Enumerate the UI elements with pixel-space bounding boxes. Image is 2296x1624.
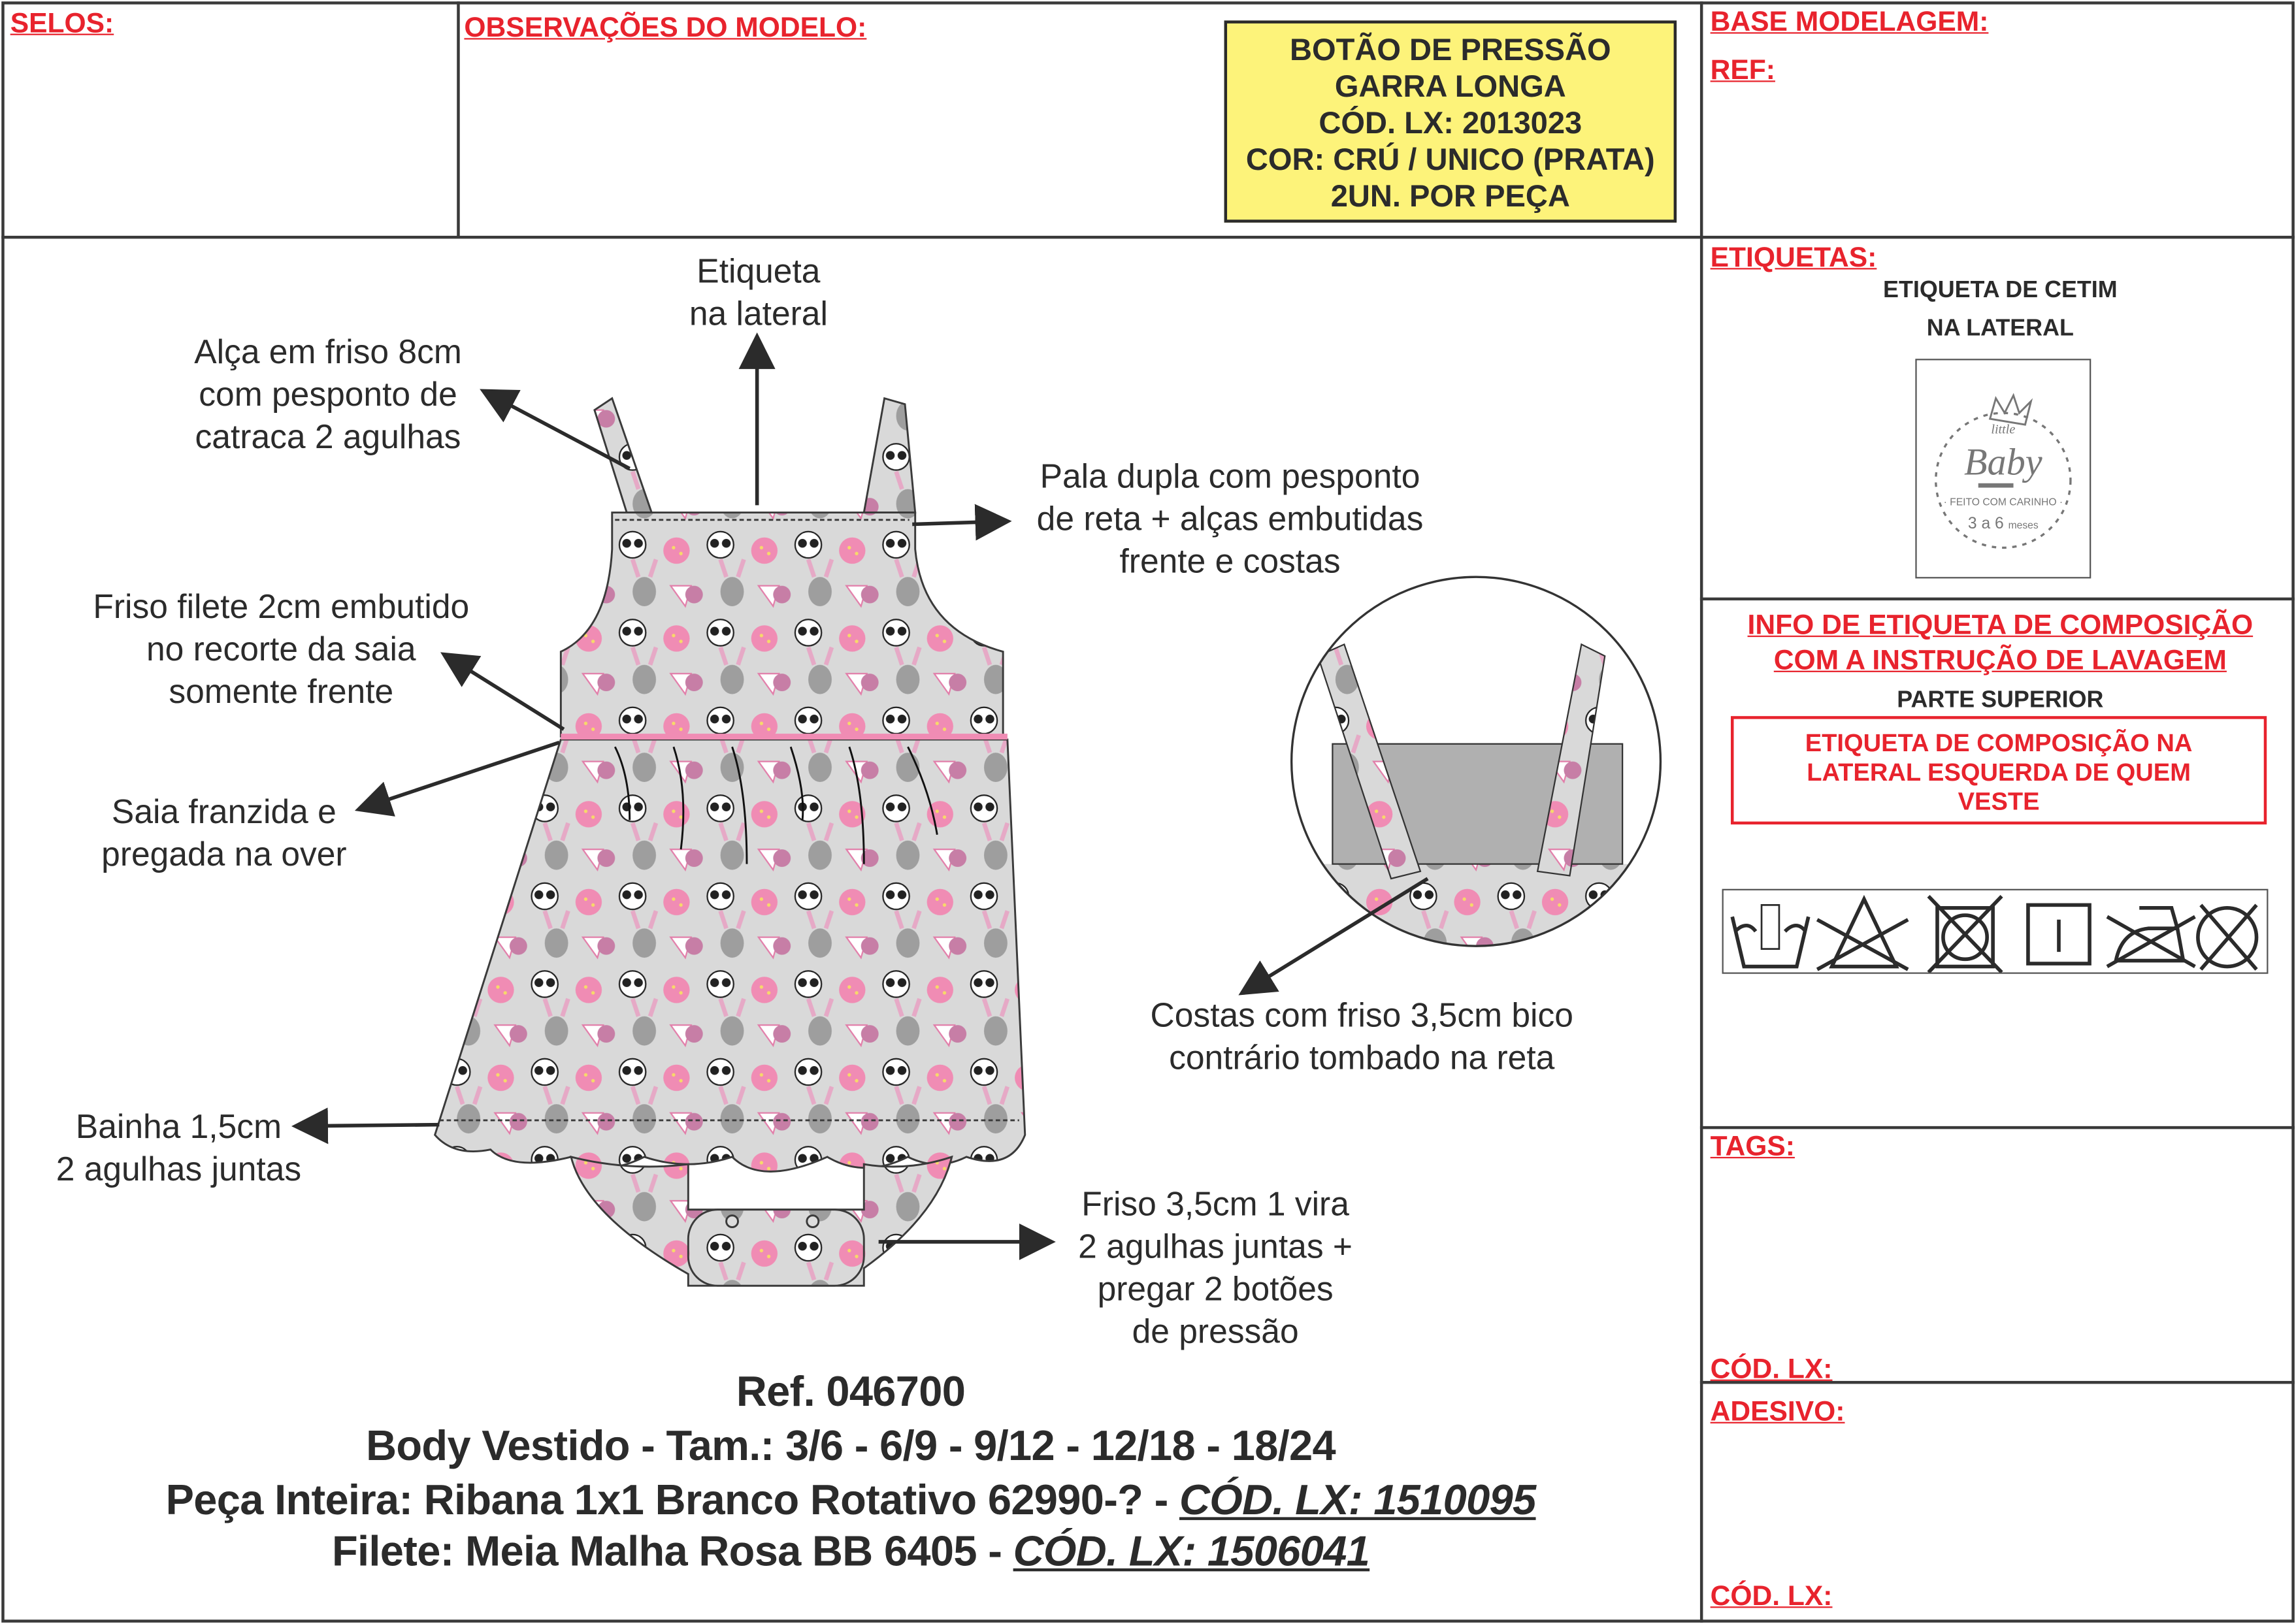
- fabric-main-code: CÓD. LX: 1510095: [1179, 1477, 1536, 1525]
- annotation-bainha: Bainha 1,5cm 2 agulhas juntas: [56, 1105, 301, 1190]
- fabric-trim: Filete: Meia Malha Rosa BB 6405 - CÓD. L…: [0, 1526, 1701, 1579]
- note-line: COR: CRÚ / UNICO (PRATA): [1245, 143, 1655, 178]
- svg-text:· FEITO COM CARINHO ·: · FEITO COM CARINHO ·: [1944, 496, 2063, 508]
- annotation-line: pregar 2 botões: [1097, 1269, 1334, 1308]
- annotation-line: Etiqueta: [697, 252, 821, 290]
- annotation-line: de pressão: [1132, 1312, 1299, 1350]
- tags-label: TAGS:: [1710, 1131, 1795, 1163]
- snap-tab: [687, 1209, 865, 1287]
- no-tumble-dry-icon: [1927, 894, 2003, 974]
- annotation-friso-filete: Friso filete 2cm embutido no recorte da …: [93, 586, 469, 713]
- no-iron-icon: [2106, 906, 2196, 968]
- composicao-title: INFO DE ETIQUETA DE COMPOSIÇÃO COM A INS…: [1705, 609, 2296, 680]
- dress-sketch: [433, 397, 1026, 1287]
- observacoes-label: OBSERVAÇÕES DO MODELO:: [464, 13, 867, 44]
- right-strap: [862, 397, 917, 514]
- etiqueta-line: NA LATERAL: [1926, 316, 2074, 342]
- product-description: Body Vestido - Tam.: 3/6 - 6/9 - 9/12 - …: [366, 1423, 1336, 1470]
- divider: [1699, 1126, 2295, 1129]
- base-modelagem-label: BASE MODELAGEM:: [1710, 7, 1989, 39]
- composicao-title-line: INFO DE ETIQUETA DE COMPOSIÇÃO: [1747, 610, 2254, 641]
- annotation-line: Friso 3,5cm 1 vira: [1081, 1184, 1349, 1223]
- tags-cod-label: CÓD. LX:: [1710, 1354, 1833, 1386]
- no-dry-clean-icon: [2196, 903, 2259, 971]
- divider: [1699, 597, 2295, 601]
- skirt: [433, 738, 1026, 1173]
- hand-wash-icon: [1730, 904, 1811, 969]
- annotation-line: de reta + alças embutidas: [1036, 499, 1424, 538]
- fabric-trim-code: CÓD. LX: 1506041: [1013, 1529, 1370, 1576]
- back-detail-zoom: [1290, 576, 1662, 947]
- annotation-line: contrário tombado na reta: [1169, 1038, 1555, 1077]
- parte-superior-label: PARTE SUPERIOR: [1897, 688, 2104, 713]
- ref-label: REF:: [1710, 56, 1775, 87]
- fabric-main: Peça Inteira: Ribana 1x1 Branco Rotativo…: [0, 1474, 1701, 1527]
- annotation-arrows: [291, 332, 1429, 1260]
- annotation-line: na lateral: [689, 294, 828, 333]
- annotation-line: Saia franzida e: [111, 792, 336, 831]
- divider: [1699, 1, 1703, 1623]
- annotation-line: Friso filete 2cm embutido: [93, 587, 470, 626]
- svg-text:Baby: Baby: [1964, 440, 2042, 483]
- button-note-box: BOTÃO DE PRESSÃO GARRA LONGA CÓD. LX: 20…: [1224, 20, 1677, 223]
- composicao-title-line: COM A INSTRUÇÃO DE LAVAGEM: [1773, 645, 2227, 677]
- annotation-line: Pala dupla com pesponto: [1040, 457, 1420, 495]
- note-line: GARRA LONGA: [1334, 70, 1566, 105]
- fabric-main-text: Peça Inteira: Ribana 1x1 Branco Rotativo…: [165, 1477, 1179, 1525]
- composicao-line: LATERAL ESQUERDA DE QUEM: [1807, 758, 2191, 787]
- annotation-line: pregada na over: [101, 834, 347, 873]
- divider: [457, 1, 460, 238]
- annotation-etiqueta: Etiqueta na lateral: [689, 250, 828, 335]
- composicao-box: ETIQUETA DE COMPOSIÇÃO NA LATERAL ESQUER…: [1730, 716, 2267, 825]
- annotation-saia: Saia franzida e pregada na over: [101, 791, 346, 876]
- annotation-friso-vira: Friso 3,5cm 1 vira 2 agulhas juntas + pr…: [1078, 1183, 1353, 1353]
- annotation-line: somente frente: [169, 672, 394, 711]
- composicao-line: ETIQUETA DE COMPOSIÇÃO NA: [1805, 729, 2193, 757]
- brand-label-logo: little Baby · FEITO COM CARINHO · 3 a 6 …: [1915, 359, 2091, 579]
- note-line: 2UN. POR PEÇA: [1330, 180, 1570, 214]
- annotation-line: catraca 2 agulhas: [195, 417, 461, 456]
- fabric-trim-text: Filete: Meia Malha Rosa BB 6405 -: [331, 1529, 1013, 1576]
- product-ref: Ref. 046700: [736, 1369, 966, 1416]
- note-line: CÓD. LX: 2013023: [1319, 106, 1583, 141]
- line-dry-icon: [2026, 903, 2091, 966]
- annotation-line: frente e costas: [1119, 542, 1341, 580]
- annotation-line: com pesponto de: [199, 374, 457, 414]
- annotation-pala: Pala dupla com pesponto de reta + alças …: [1037, 455, 1424, 583]
- annotation-line: Bainha 1,5cm: [75, 1107, 282, 1146]
- garment-drawing: [291, 332, 1662, 1287]
- annotation-line: Alça em friso 8cm: [194, 332, 462, 371]
- annotation-costas: Costas com friso 3,5cm bico contrário to…: [1151, 994, 1573, 1079]
- adesivo-cod-label: CÓD. LX:: [1710, 1582, 1833, 1613]
- svg-text:3 a 6 meses: 3 a 6 meses: [1968, 515, 2039, 532]
- divider: [1699, 1380, 2295, 1384]
- annotation-line: no recorte da saia: [146, 629, 416, 668]
- svg-text:little: little: [1991, 423, 2015, 437]
- bodice: [559, 512, 1004, 738]
- selos-label: SELOS:: [10, 8, 114, 40]
- annotation-line: 2 agulhas juntas: [56, 1149, 302, 1188]
- divider: [1, 235, 2295, 239]
- etiqueta-line: ETIQUETA DE CETIM: [1883, 278, 2118, 304]
- annotation-line: 2 agulhas juntas +: [1078, 1227, 1353, 1265]
- composicao-line: VESTE: [1958, 788, 2040, 816]
- no-bleach-icon: [1816, 894, 1909, 971]
- little-baby-logo-icon: little Baby · FEITO COM CARINHO · 3 a 6 …: [1935, 393, 2072, 549]
- etiquetas-label: ETIQUETAS:: [1710, 243, 1877, 274]
- adesivo-label: ADESIVO:: [1710, 1397, 1845, 1428]
- annotation-alca: Alça em friso 8cm com pesponto de catrac…: [194, 331, 462, 459]
- note-line: BOTÃO DE PRESSÃO: [1289, 33, 1611, 68]
- care-symbols: [1722, 888, 2269, 974]
- annotation-line: Costas com friso 3,5cm bico: [1150, 996, 1573, 1034]
